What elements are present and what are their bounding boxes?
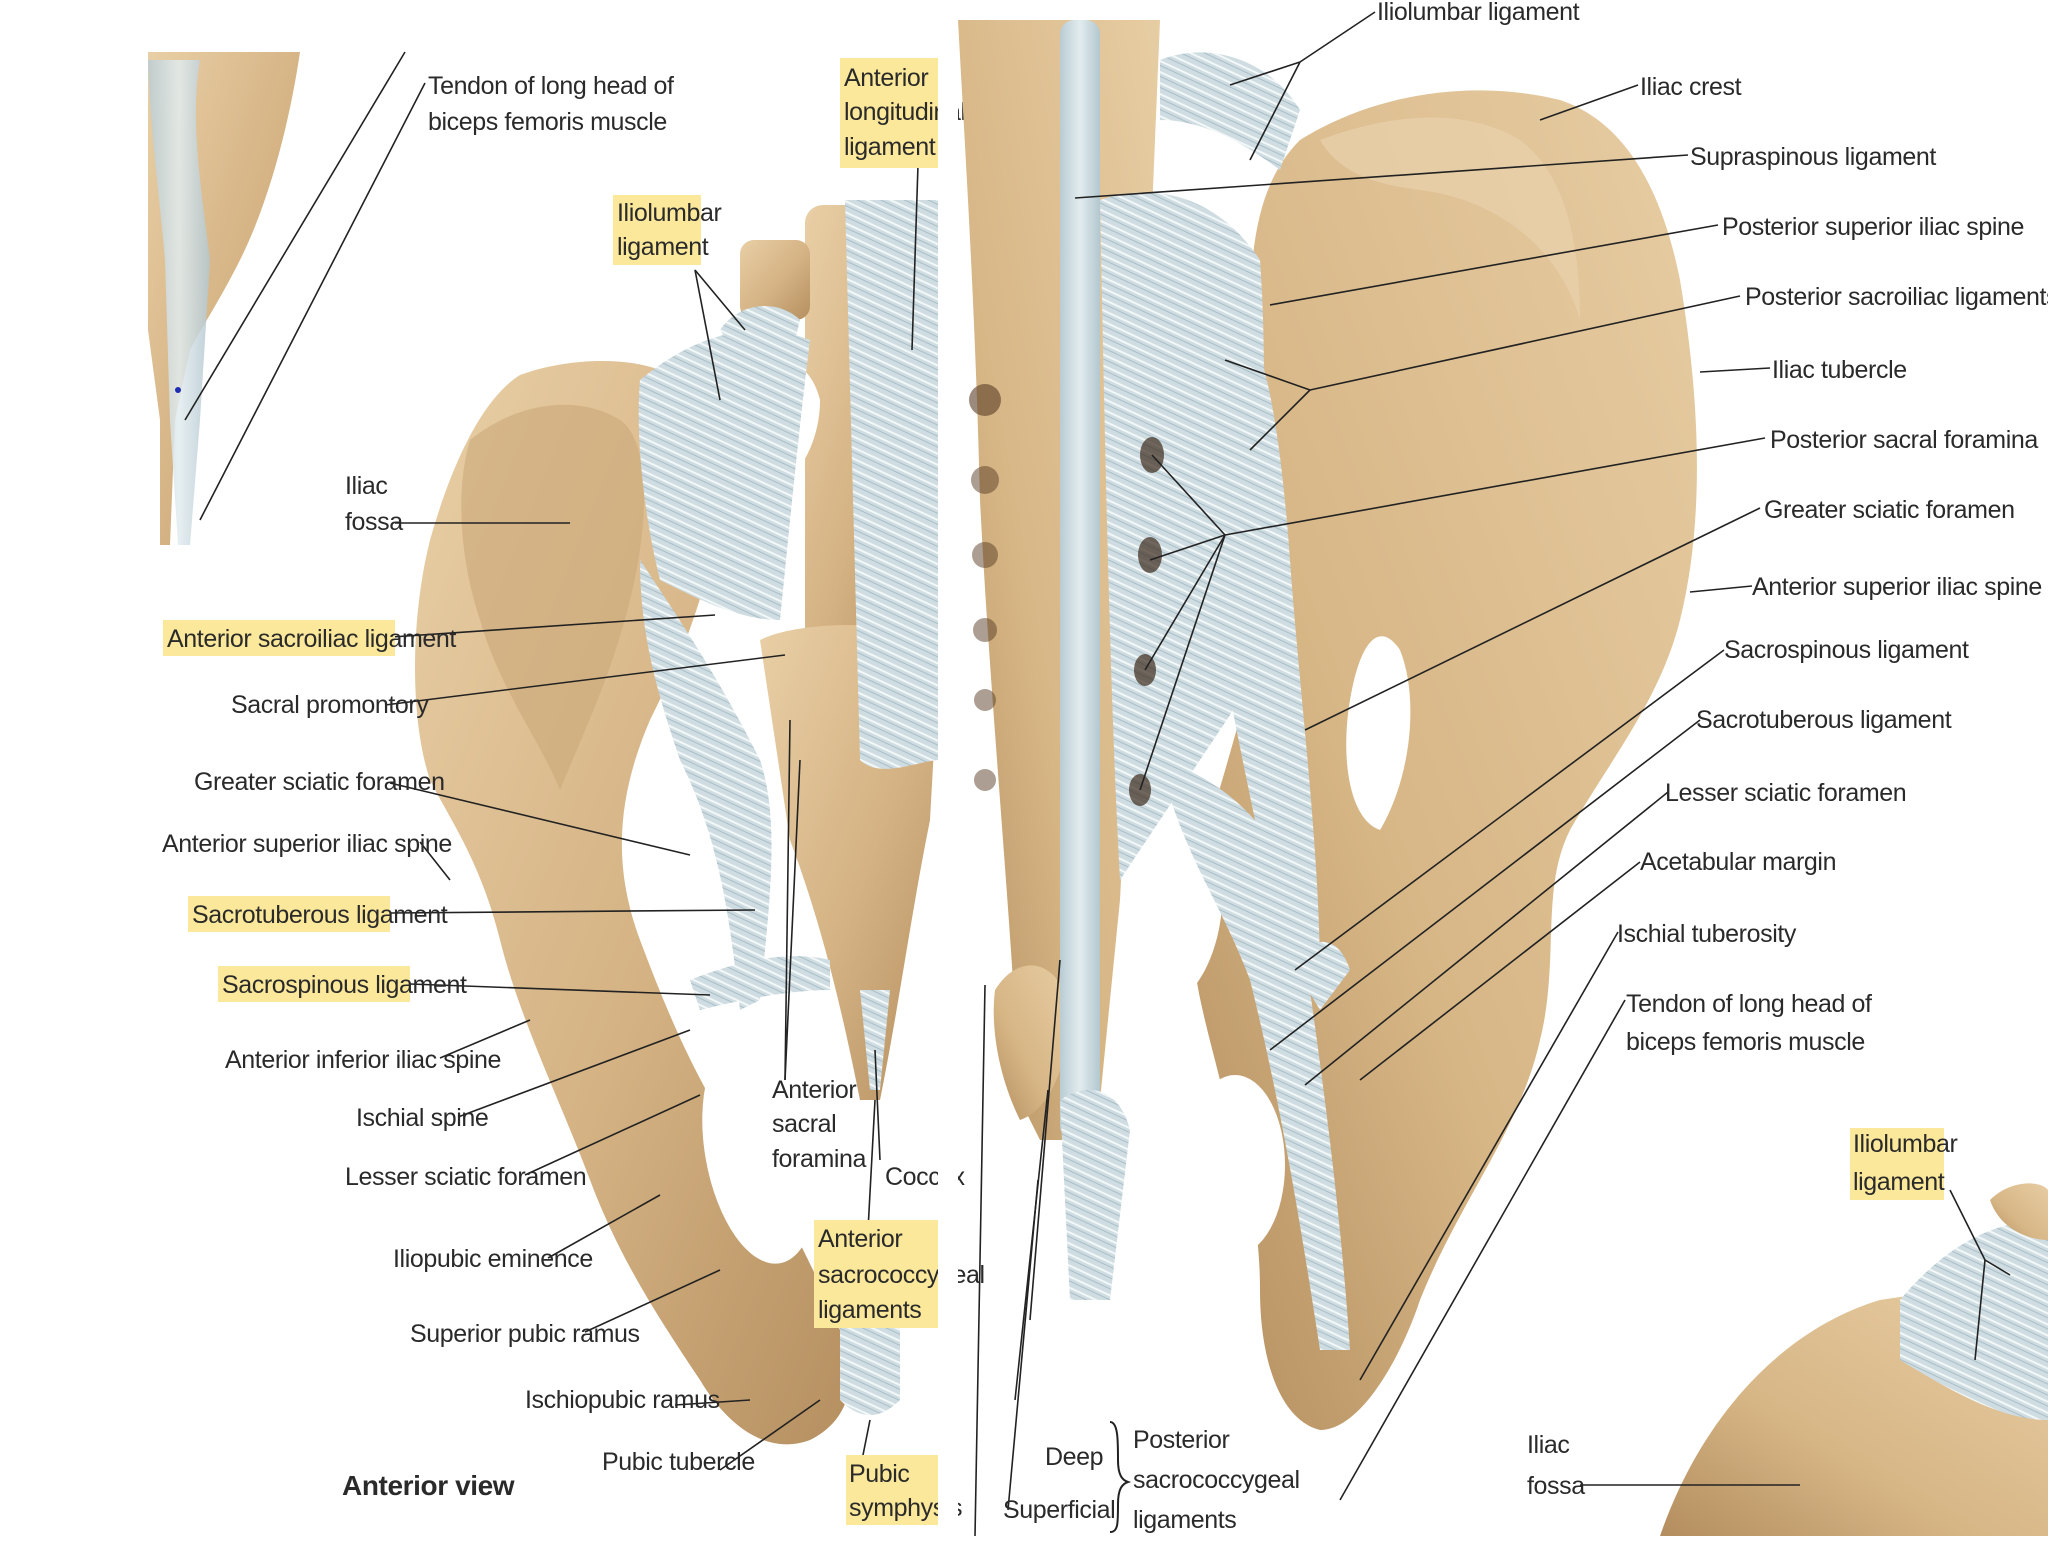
label-p-posterior-sacrococcygeal-1: Posterior — [1133, 1426, 1230, 1454]
label-sacral-promontory: Sacral promontory — [231, 691, 429, 719]
highlight-box-iliolumbar-inset — [1850, 1128, 1944, 1200]
posterior-view-panel: Iliolumbar ligament Iliac crest Supraspi… — [958, 0, 2048, 1537]
label-superior-pubic-ramus: Superior pubic ramus — [410, 1320, 640, 1348]
label-p-ischial-tuberosity: Ischial tuberosity — [1617, 920, 1797, 948]
label-greater-sciatic-foramen: Greater sciatic foramen — [194, 768, 445, 796]
label-p-greater-sciatic-foramen: Greater sciatic foramen — [1764, 496, 2015, 524]
ligaments-anterior — [638, 200, 940, 1415]
label-p-sacrotuberous: Sacrotuberous ligament — [1696, 706, 1952, 734]
label-sacrotuberous: Sacrotuberous ligament — [192, 901, 448, 929]
label-ischial-spine: Ischial spine — [356, 1104, 488, 1132]
label-p-iliac-crest: Iliac crest — [1640, 73, 1742, 101]
panel-divider — [938, 0, 958, 1536]
label-lesser-sciatic-foramen: Lesser sciatic foramen — [345, 1163, 586, 1191]
label-p-posterior-sacral-foramina: Posterior sacral foramina — [1770, 426, 2038, 454]
label-p-tendon-biceps-1: Tendon of long head of — [1626, 990, 1872, 1018]
label-p-iliac-fossa-inset-1: Iliac — [1527, 1431, 1569, 1459]
label-anterior-longitudinal-3: ligament — [844, 133, 936, 161]
label-anterior-sacral-foramina-3: foramina — [772, 1145, 867, 1173]
label-pubic-symphysis-1: Pubic — [849, 1460, 910, 1488]
tendon-inset-illustration — [148, 52, 300, 545]
label-anterior-sacrococcygeal-3: ligaments — [818, 1296, 921, 1324]
bracket-deep-superficial — [1109, 1421, 1132, 1533]
label-p-supraspinous: Supraspinous ligament — [1690, 143, 1936, 171]
label-anterior-sacral-foramina-1: Anterior — [772, 1076, 856, 1104]
label-anterior-sacroiliac: Anterior sacroiliac ligament — [167, 625, 456, 653]
label-p-iliolumbar: Iliolumbar ligament — [1377, 0, 1580, 26]
labels-anterior: Tendon of long head of biceps femoris mu… — [162, 64, 985, 1522]
inset-label-line2: biceps femoris muscle — [428, 108, 667, 136]
leader-lines-anterior — [184, 51, 919, 1471]
coxal-bone-anterior — [415, 360, 850, 1445]
label-p-posterior-superior-iliac-spine: Posterior superior iliac spine — [1722, 213, 2024, 241]
label-p-iliolumbar-inset-1: Iliolumbar — [1853, 1130, 1957, 1158]
leader-lines-posterior — [974, 11, 2011, 1537]
label-iliopubic-eminence: Iliopubic eminence — [393, 1245, 593, 1273]
label-p-iliac-fossa-inset-2: fossa — [1527, 1472, 1585, 1500]
label-anterior-inferior-iliac-spine: Anterior inferior iliac spine — [225, 1046, 501, 1074]
label-p-sacrospinous: Sacrospinous ligament — [1724, 636, 1969, 664]
view-title-anterior: Anterior view — [342, 1470, 515, 1501]
label-anterior-sacrococcygeal-1: Anterior — [818, 1225, 902, 1253]
labels-posterior: Iliolumbar ligament Iliac crest Supraspi… — [1003, 0, 2048, 1534]
label-anterior-longitudinal-1: Anterior — [844, 64, 928, 92]
iliolumbar-inset-illustration — [1660, 1183, 2048, 1536]
label-p-deep: Deep — [1045, 1443, 1103, 1471]
label-p-superficial: Superficial — [1003, 1496, 1115, 1524]
label-p-tendon-biceps-2: biceps femoris muscle — [1626, 1028, 1865, 1056]
label-iliolumbar-2: ligament — [617, 233, 709, 261]
label-pubic-tubercle: Pubic tubercle — [602, 1448, 755, 1476]
label-ischiopubic-ramus: Ischiopubic ramus — [525, 1386, 720, 1414]
label-iliac-fossa-1: Iliac — [345, 472, 387, 500]
label-p-acetabular-margin: Acetabular margin — [1640, 848, 1836, 876]
label-p-anterior-superior-iliac-spine: Anterior superior iliac spine — [1752, 573, 2042, 601]
label-p-posterior-sacroiliac: Posterior sacroiliac ligaments — [1745, 283, 2048, 311]
label-iliolumbar-1: Iliolumbar — [617, 199, 721, 227]
label-sacrospinous: Sacrospinous ligament — [222, 971, 467, 999]
label-p-posterior-sacrococcygeal-3: ligaments — [1133, 1506, 1236, 1534]
label-p-iliolumbar-inset-2: ligament — [1853, 1168, 1945, 1196]
label-p-posterior-sacrococcygeal-2: sacrococcygeal — [1133, 1466, 1300, 1494]
inset-label-line1: Tendon of long head of — [428, 72, 674, 100]
label-anterior-sacral-foramina-2: sacral — [772, 1110, 836, 1138]
highlight-boxes-anterior — [163, 58, 948, 1525]
label-anterior-superior-iliac-spine: Anterior superior iliac spine — [162, 830, 452, 858]
anterior-view-panel: Tendon of long head of biceps femoris mu… — [148, 51, 985, 1525]
label-p-lesser-sciatic-foramen: Lesser sciatic foramen — [1665, 779, 1906, 807]
label-anterior-sacrococcygeal-2: sacrococcygeal — [818, 1261, 985, 1289]
ligaments-posterior — [1060, 20, 1350, 1350]
label-iliac-fossa-2: fossa — [345, 508, 403, 536]
label-p-iliac-tubercle: Iliac tubercle — [1772, 356, 1907, 384]
